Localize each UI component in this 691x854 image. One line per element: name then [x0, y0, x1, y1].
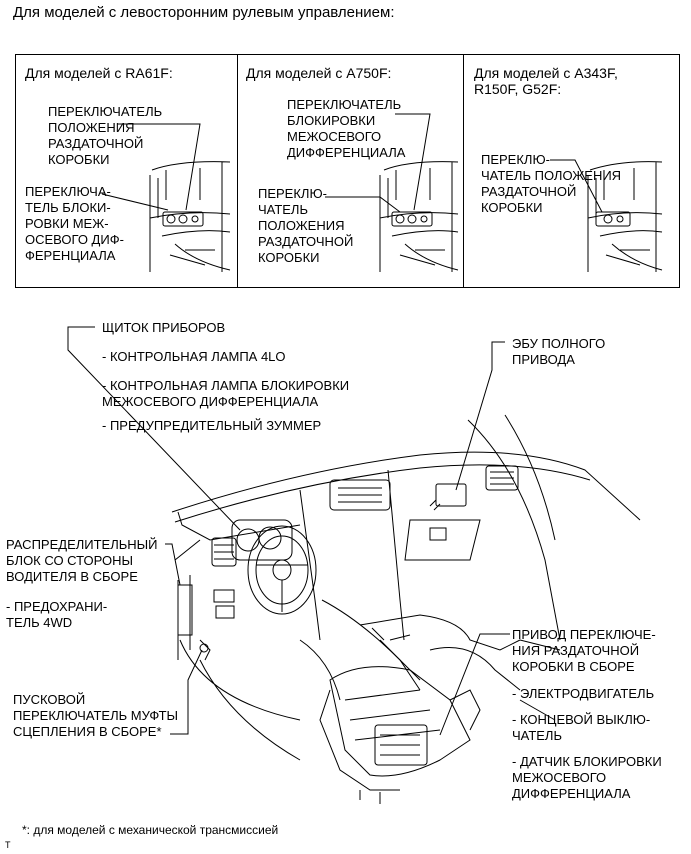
ecu-body: [435, 483, 467, 507]
footnote: *: для моделей с механической трансмисси…: [22, 823, 279, 837]
diff-lock-indicator-label: - КОНТРОЛЬНАЯ ЛАМПА БЛОКИРОВКИ МЕЖОСЕВОГ…: [102, 378, 350, 409]
junction-block-leader: [165, 543, 181, 586]
panel-a750f-heading: Для моделей с A750F:: [246, 65, 392, 81]
panel-a750f-transfer-switch-label: ПЕРЕКЛЮ- ЧАТЕЛЬ ПОЛОЖЕНИЯ РАЗДАТОЧНОЙ КО…: [258, 186, 354, 265]
diff-lock-sensor-label: - ДАТЧИК БЛОКИРОВКИ МЕЖОСЕВОГО ДИФФЕРЕНЦ…: [512, 754, 662, 801]
ecu-4wd-label: ЭБУ ПОЛНОГО ПРИВОДА: [512, 336, 606, 367]
console-switch-illustration-3: [587, 161, 663, 272]
corner-mark: T: [5, 840, 11, 850]
panel-ra61f-diff-lock-switch-label: ПЕРЕКЛЮЧА- ТЕЛЬ БЛОКИ- РОВКИ МЕЖ- ОСЕВОГ…: [25, 184, 124, 263]
ecu-connector: [429, 499, 441, 511]
panel-a750f-diff-lock-switch-label: ПЕРЕКЛЮЧАТЕЛЬ БЛОКИРОВКИ МЕЖОСЕВОГО ДИФФ…: [287, 97, 406, 160]
transfer-actuator-leader: [439, 633, 510, 736]
combination-meter-label: ЩИТОК ПРИБОРОВ: [102, 320, 226, 335]
panel-ra61f-heading: Для моделей с RA61F:: [25, 65, 173, 81]
buzzer-label: - ПРЕДУПРЕДИТЕЛЬНЫЙ ЗУММЕР: [102, 418, 322, 433]
panel-leader-lines: [101, 113, 603, 213]
table-divider-2: [463, 54, 464, 288]
dashboard-illustration: [171, 414, 641, 761]
indicator-4lo-label: - КОНТРОЛЬНАЯ ЛАМПА 4LO: [102, 349, 286, 364]
page-title: Для моделей с левосторонним рулевым упра…: [13, 4, 395, 21]
table-divider-1: [237, 54, 238, 288]
clutch-switch-label: ПУСКОВОЙ ПЕРЕКЛЮЧАТЕЛЬ МУФТЫ СЦЕПЛЕНИЯ В…: [13, 692, 179, 739]
motor-label: - ЭЛЕКТРОДВИГАТЕЛЬ: [512, 686, 655, 701]
junction-block-label: РАСПРЕДЕЛИТЕЛЬНЫЙ БЛОК СО СТОРОНЫ ВОДИТЕ…: [6, 537, 158, 584]
transfer-actuator-label: ПРИВОД ПЕРЕКЛЮЧЕ- НИЯ РАЗДАТОЧНОЙ КОРОБК…: [512, 627, 656, 674]
ecu-leader: [455, 341, 505, 491]
variant-table: [15, 54, 680, 288]
fuse-4wd-label: - ПРЕДОХРАНИ- ТЕЛЬ 4WD: [6, 599, 108, 630]
panel-a343f-heading: Для моделей с A343F, R150F, G52F:: [474, 65, 618, 97]
console-switch-illustration-1: [149, 161, 231, 272]
panel-ra61f-transfer-switch-label: ПЕРЕКЛЮЧАТЕЛЬ ПОЛОЖЕНИЯ РАЗДАТОЧНОЙ КОРО…: [48, 104, 163, 167]
console-switch-illustration-2: [379, 161, 459, 272]
transmission-illustration: [319, 666, 481, 804]
limit-switch-label: - КОНЦЕВОЙ ВЫКЛЮ- ЧАТЕЛЬ: [512, 712, 651, 743]
combination-meter-leader: [67, 326, 241, 531]
clutch-switch-leader: [170, 649, 203, 735]
panel-a343f-transfer-switch-label: ПЕРЕКЛЮ- ЧАТЕЛЬ ПОЛОЖЕНИЯ РАЗДАТОЧНОЙ КО…: [481, 152, 622, 215]
